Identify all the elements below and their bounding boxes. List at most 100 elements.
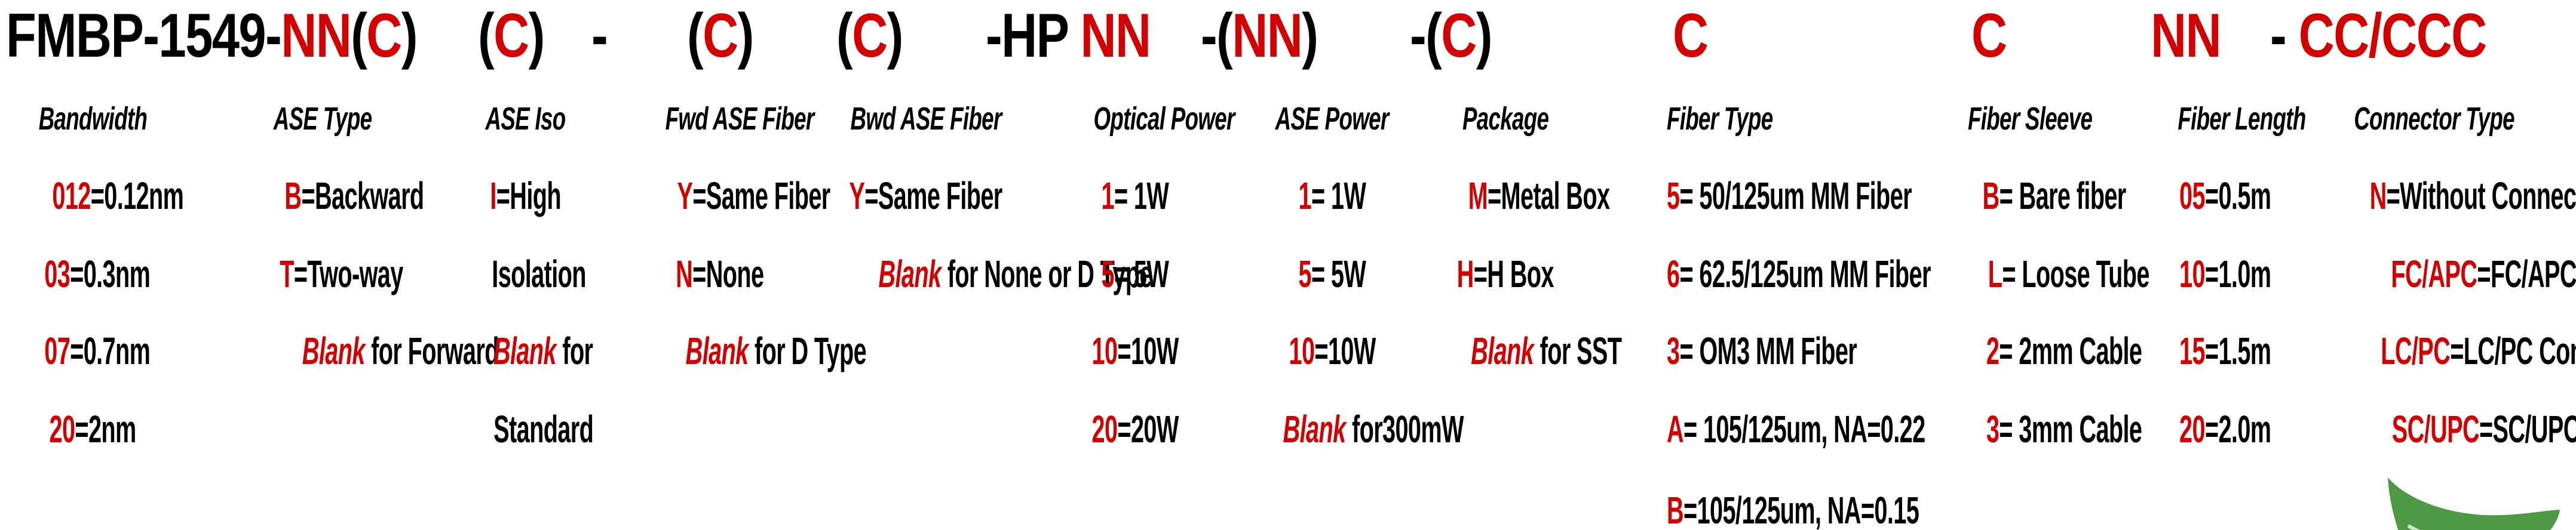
option-description: = 105/125um, NA=0.22 [1683,408,1925,451]
code-option-text: T=Two-way [280,255,403,293]
part-number-token: C [493,1,529,70]
part-number-token: -( [1201,1,1233,70]
option-description: =0.5m [2205,174,2271,217]
option-description: for SST [1534,329,1622,372]
column-header-label: Fiber Length [2178,101,2306,137]
code-option-text: N=None [676,252,764,295]
code-option-text: Blank for [493,332,593,370]
option-description: =10W [1314,329,1376,372]
part-number-token: ( [351,1,367,70]
code-option-text: Standard [493,410,594,448]
part-number-segment: -(C) [1410,3,1492,69]
option-description: for300mW [1345,408,1464,451]
option-code: 10 [1091,329,1118,372]
part-number-token: ( [478,1,495,70]
code-option: 3= OM3 MM Fiber [1667,332,1954,370]
code-option: FC/APC=FC/APC Connector [2297,255,2576,293]
code-option: 5= 5W [1228,255,1437,293]
column-header: Bandwidth [12,103,173,135]
option-description: Isolation [492,252,586,295]
part-number-token: NN [281,1,352,70]
code-option-text: 05=0.5m [2179,177,2271,215]
column-header-label: Fiber Sleeve [1967,101,2093,137]
code-option-text: 3= 3mm Cable [1986,410,2142,448]
column-header: Fwd ASE Fiber [630,103,815,135]
option-description: =1.5m [2205,329,2271,372]
option-description: =LC/PC Connector [2450,329,2576,372]
part-number-token: - [591,1,608,70]
option-description: =Same Fiber [692,174,830,217]
part-number-segment: NN [2151,1,2222,70]
part-number-token: - [2270,1,2299,70]
code-option: 1= 1W [1060,177,1210,215]
code-option-text: B=105/125um, NA=0.15 [1667,491,1919,529]
column-header: Optical Power [1060,103,1235,135]
option-description: =20W [1117,408,1179,451]
code-option-text: M=Metal Box [1468,177,1610,215]
code-option-text: 5= 50/125um MM Fiber [1667,177,1912,215]
option-code: Blank [1283,408,1347,451]
column-header-label: Bwd ASE Fiber [850,101,1002,137]
code-option-text: Blank for None or D Type [878,255,1152,293]
code-option-text: 20=2.0m [2179,410,2271,448]
column-header: ASE Power [1228,103,1437,135]
option-code: 10 [1289,329,1315,372]
option-code: 2 [1986,329,2000,372]
code-option: 20=2.0m [2148,410,2303,448]
part-number-token: CC/CCC [2298,1,2488,70]
part-number-token: ) [528,1,545,70]
code-option-text: 3= OM3 MM Fiber [1667,332,1857,370]
option-code: T [280,252,294,295]
part-number-segment: C [1971,3,2007,69]
code-option: B=105/125um, NA=0.15 [1667,491,1954,529]
code-option-text: N=Without Connector [2370,177,2576,215]
part-number-segment: - CC/CCC [2270,1,2488,70]
code-option: N=None [630,255,809,293]
code-option-text: Blank for D Type [686,332,867,370]
code-option: LC/PC=LC/PC Connector [2297,332,2576,370]
code-option-text: 10=1.0m [2179,255,2271,293]
code-option-text: 03=0.3nm [44,255,151,293]
option-description: =2.0m [2205,408,2271,451]
option-description: =Two-way [293,252,403,295]
option-code: H [1456,252,1474,295]
option-code: 5 [1667,174,1680,217]
part-number-token: NN [2151,1,2222,70]
option-code: 15 [2179,329,2206,372]
code-option: Blank for300mW [1228,410,1464,448]
part-number-token: NN [1232,1,1303,70]
code-option-text: Y=Same Fiber [850,177,1003,215]
code-option-text: 15=1.5m [2179,332,2271,370]
option-description: for [556,329,593,372]
option-description: = 5W [1311,252,1366,295]
option-code: 10 [2179,252,2206,295]
code-option-text: 5= 5W [1102,255,1169,293]
code-option-text: Blank for300mW [1283,410,1464,448]
option-description: =FC/APC Connector [2477,252,2576,295]
code-option-text: 2= 2mm Cable [1986,332,2142,370]
code-option: 05=0.5m [2148,177,2303,215]
option-description: =High [496,174,562,217]
code-option: Y=Same Fiber [630,177,830,215]
option-code: Blank [1471,329,1534,372]
code-option: L= Loose Tube [1939,255,2150,293]
code-option: Blank for SST [1425,329,1622,372]
code-option: A= 105/125um, NA=0.22 [1667,410,1954,448]
option-code: N [676,252,693,295]
code-option: Y=Same Fiber [795,177,1057,215]
code-option-text: Y=Same Fiber [677,177,830,215]
option-code: I [490,174,497,217]
option-code: Blank [493,329,557,372]
part-number-segment: (C) [687,1,755,70]
part-number-token: ) [887,1,904,70]
code-option: 5= 5W [1060,255,1210,293]
option-description: =SC/UPC Connector [2479,408,2576,451]
code-option: 10=1.0m [2148,255,2303,293]
code-option-text: Blank for Forward [302,332,499,370]
part-number-token: ) [737,1,755,70]
